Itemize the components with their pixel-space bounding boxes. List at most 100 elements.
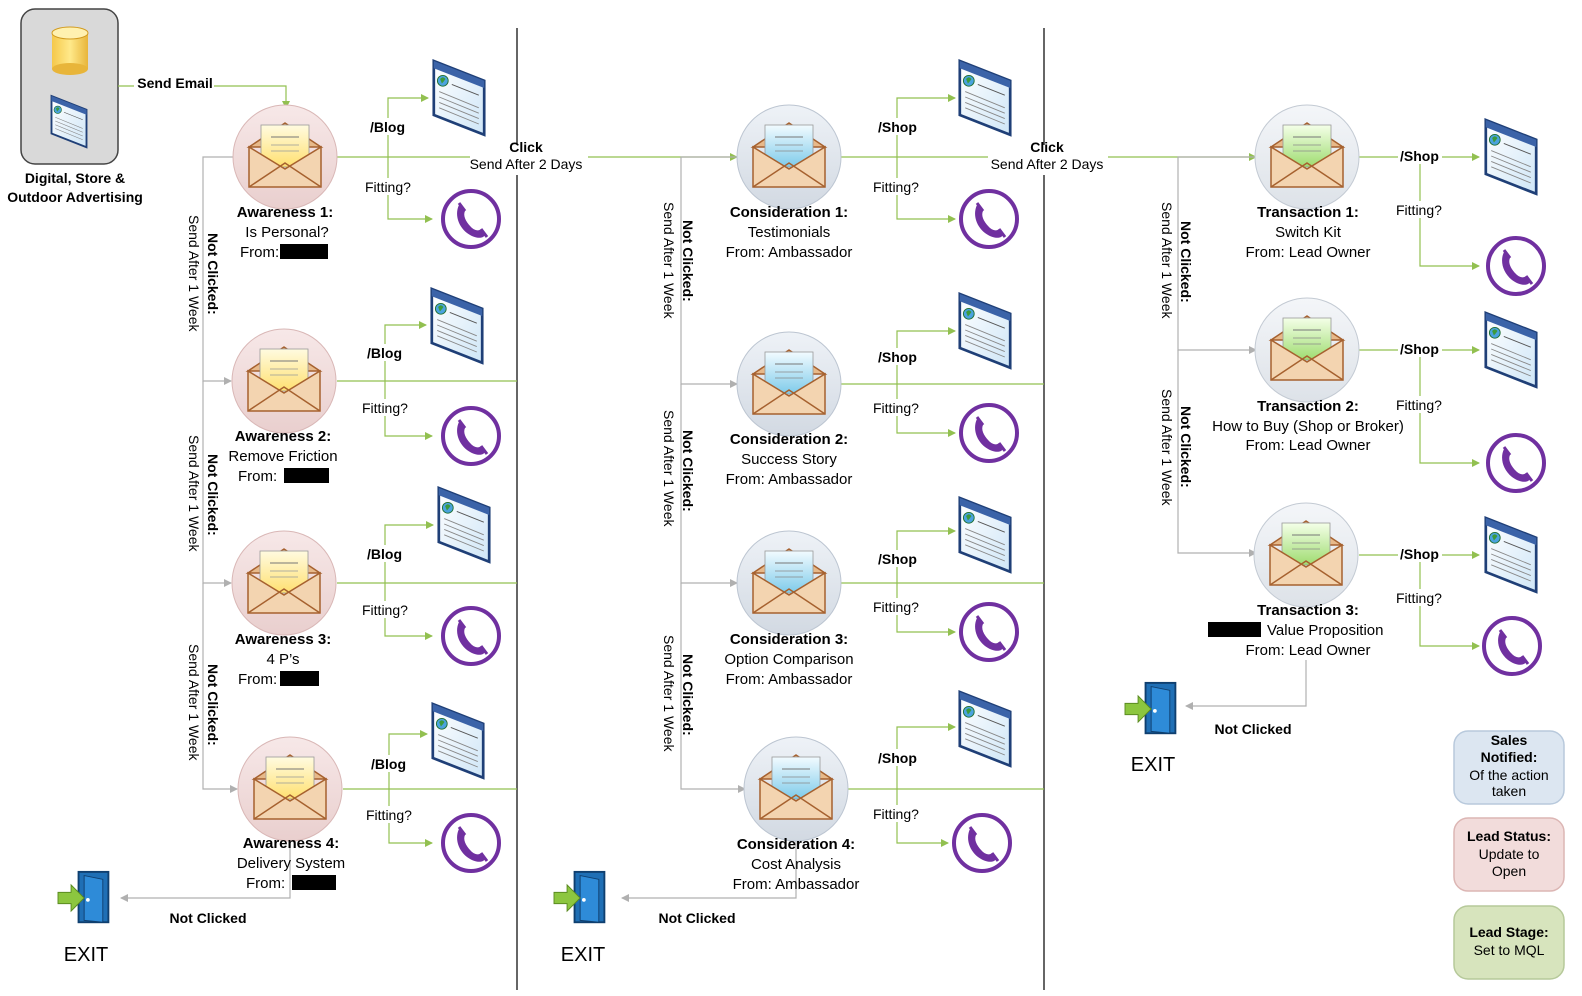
send-after-week-label: Send After 1 Week — [1159, 389, 1175, 506]
legend: Sales Notified: Of the action taken Lead… — [1453, 730, 1565, 980]
send-after-week-label: Send After 1 Week — [1159, 202, 1175, 319]
not-clicked-exit-label: Not Clicked — [658, 910, 735, 926]
not-clicked-exit-label: Not Clicked — [169, 910, 246, 926]
transaction-3-node — [1253, 502, 1359, 608]
fitting-label: Fitting? — [873, 179, 919, 195]
source-label-line2: Outdoor Advertising — [7, 189, 143, 205]
legend-title: Lead Status: — [1467, 828, 1551, 844]
legend-text: Set to MQL — [1474, 942, 1545, 958]
consideration-3-node — [736, 530, 842, 636]
not-clicked-label: Not Clicked: — [680, 430, 696, 512]
not-clicked-vertical-labels: Not Clicked: Send After 1 Week Not Click… — [186, 202, 1194, 761]
email-subject: Option Comparison — [724, 651, 853, 668]
click-label-1: Click — [509, 139, 543, 155]
email-subject: Remove Friction — [228, 448, 337, 465]
web-page-icon — [431, 702, 485, 780]
redacted-sender — [292, 875, 336, 890]
fitting-label: Fitting? — [366, 807, 412, 823]
email-title: Consideration 4: — [737, 836, 855, 853]
email-title: Transaction 1: — [1257, 204, 1359, 221]
link-label: /Blog — [367, 546, 402, 562]
email-title: Consideration 2: — [730, 431, 848, 448]
click-label-2: Click — [1030, 139, 1064, 155]
email-subject: Value Proposition — [1267, 622, 1383, 639]
phone-icon — [952, 813, 1012, 873]
email-subject: Is Personal? — [245, 224, 328, 241]
link-label: /Shop — [1400, 546, 1439, 562]
email-title: Awareness 1: — [237, 204, 333, 221]
exit-1: EXIT Not Clicked — [57, 870, 247, 966]
email-title: Awareness 4: — [243, 835, 339, 852]
redacted-sender — [280, 244, 328, 259]
web-page-icon — [958, 59, 1012, 137]
email-from: From: — [238, 468, 277, 485]
not-clicked-label: Not Clicked: — [205, 454, 221, 536]
consideration-4-node — [743, 736, 849, 842]
link-label: /Shop — [878, 551, 917, 567]
legend-title: Notified: — [1481, 749, 1538, 765]
link-label: /Shop — [878, 119, 917, 135]
email-title: Awareness 3: — [235, 631, 331, 648]
email-subject: Success Story — [741, 451, 837, 468]
phone-icon — [959, 602, 1019, 662]
fitting-label: Fitting? — [1396, 397, 1442, 413]
email-title: Transaction 3: — [1257, 602, 1359, 619]
exit-door-icon — [1124, 681, 1177, 735]
not-clicked-label: Not Clicked: — [205, 233, 221, 315]
link-label: /Shop — [878, 750, 917, 766]
link-label: /Blog — [371, 756, 406, 772]
legend-sales-notified: Sales Notified: Of the action taken — [1453, 730, 1565, 805]
email-subject: 4 P’s — [266, 651, 299, 668]
legend-text: Open — [1492, 863, 1526, 879]
awareness-3-node — [231, 530, 337, 636]
email-title: Transaction 2: — [1257, 398, 1359, 415]
redacted-sender — [1208, 622, 1261, 637]
phone-icon — [1482, 616, 1542, 676]
source-box — [20, 8, 119, 165]
not-clicked-label: Not Clicked: — [205, 664, 221, 746]
link-label: /Blog — [367, 345, 402, 361]
send-after-week-label: Send After 1 Week — [186, 435, 202, 552]
fitting-label: Fitting? — [1396, 202, 1442, 218]
phone-icon — [441, 813, 501, 873]
web-page-icon — [1484, 516, 1538, 594]
email-from: From: Lead Owner — [1245, 244, 1370, 261]
awareness-2-node — [231, 328, 337, 434]
redacted-sender — [280, 671, 319, 686]
email-subject: Testimonials — [748, 224, 831, 241]
email-from: From: Lead Owner — [1245, 437, 1370, 454]
fitting-label: Fitting? — [1396, 590, 1442, 606]
consideration-1-node — [736, 104, 842, 210]
exit-label: EXIT — [561, 944, 605, 966]
legend-lead-status: Lead Status: Update to Open — [1453, 817, 1565, 892]
phone-icon — [1486, 236, 1546, 296]
exit-label: EXIT — [1131, 754, 1175, 776]
web-page-icon — [437, 486, 491, 564]
email-subject: Delivery System — [237, 855, 345, 872]
not-clicked-label: Not Clicked: — [1178, 221, 1194, 303]
fitting-label: Fitting? — [873, 599, 919, 615]
awareness-1-node — [232, 104, 338, 210]
send-after-week-label: Send After 1 Week — [661, 410, 677, 527]
link-label: /Shop — [1400, 341, 1439, 357]
send-after-week-label: Send After 1 Week — [186, 644, 202, 761]
not-clicked-label: Not Clicked: — [680, 220, 696, 302]
transaction-1-node — [1254, 104, 1360, 210]
email-from: From: Lead Owner — [1245, 642, 1370, 659]
link-label: /Shop — [1400, 148, 1439, 164]
send-after-days-label-2: Send After 2 Days — [991, 156, 1104, 172]
email-from: From: Ambassador — [726, 244, 853, 261]
redacted-sender — [284, 468, 329, 483]
fitting-label: Fitting? — [362, 602, 408, 618]
not-clicked-label: Not Clicked: — [1178, 406, 1194, 488]
phone-icon — [959, 189, 1019, 249]
web-page-icon — [432, 59, 486, 137]
web-page-icon — [958, 292, 1012, 370]
legend-title: Lead Stage: — [1469, 924, 1548, 940]
web-page-icon — [1484, 311, 1538, 389]
legend-text: Of the action — [1469, 767, 1548, 783]
email-from: From: — [238, 671, 277, 688]
consideration-2-node — [736, 331, 842, 437]
legend-title: Sales — [1491, 732, 1528, 748]
legend-text: Update to — [1479, 846, 1540, 862]
